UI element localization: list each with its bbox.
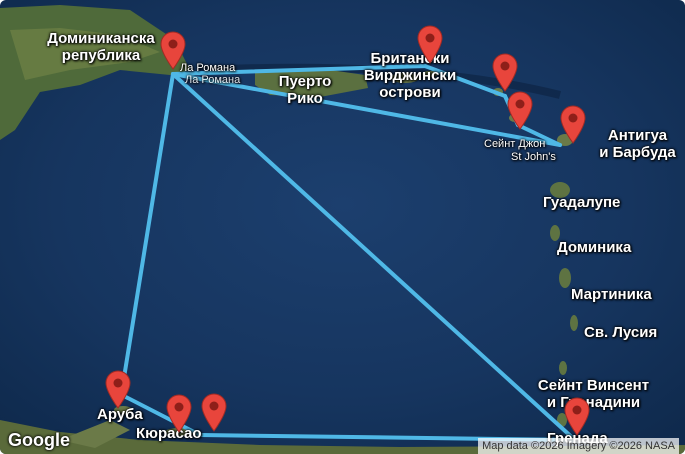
label-dominican-republic: Доминиканска република xyxy=(47,30,155,64)
map-pin-antigua[interactable] xyxy=(558,104,588,144)
map-pin-curacao-2[interactable] xyxy=(199,392,229,432)
map-pin-la-romana[interactable] xyxy=(158,30,188,70)
label-martinique: Мартиника xyxy=(571,286,652,303)
virgin-islands xyxy=(391,73,419,83)
south-america-coast xyxy=(0,420,685,454)
dominica-landmass xyxy=(550,225,560,241)
label-la-romana: Ла Романа xyxy=(180,62,236,74)
map-attribution[interactable]: Map data ©2026 Imagery ©2026 NASA xyxy=(478,438,679,454)
guadeloupe-landmass xyxy=(550,182,570,198)
label-guadeloupe: Гуадалупе xyxy=(543,194,621,211)
google-logo: Google xyxy=(8,430,70,450)
label-puerto-rico: Пуерто Рико xyxy=(278,73,332,107)
label-la-romana-2: Ла Романа xyxy=(185,74,241,86)
label-st-vincent: Сейнт Винсент и Гренадини xyxy=(537,377,650,411)
label-curacao: Кюрасао xyxy=(136,425,202,442)
label-bvi: Британски Вирджински острови xyxy=(363,50,457,101)
label-st-johns: St John's xyxy=(511,151,556,163)
map-pin-curacao-1[interactable] xyxy=(164,393,194,433)
st-vincent-landmass xyxy=(559,361,567,375)
martinique-landmass xyxy=(559,268,571,288)
puerto-rico-landmass xyxy=(255,70,368,97)
label-dominica: Доминика xyxy=(557,239,632,256)
label-aruba: Аруба xyxy=(97,406,143,423)
st-lucia-landmass xyxy=(570,315,578,331)
label-saint-john: Сейнт Джон xyxy=(484,138,546,150)
map-pin-st-kitts[interactable] xyxy=(505,90,535,130)
map-pin-grenada[interactable] xyxy=(562,396,592,436)
map-pin-aruba[interactable] xyxy=(103,369,133,409)
map-pin-st-maarten[interactable] xyxy=(490,52,520,92)
label-st-lucia: Св. Лусия xyxy=(584,324,658,341)
map-pin-tortola[interactable] xyxy=(415,24,445,64)
label-antigua: Антигуа и Барбуда xyxy=(599,127,676,161)
